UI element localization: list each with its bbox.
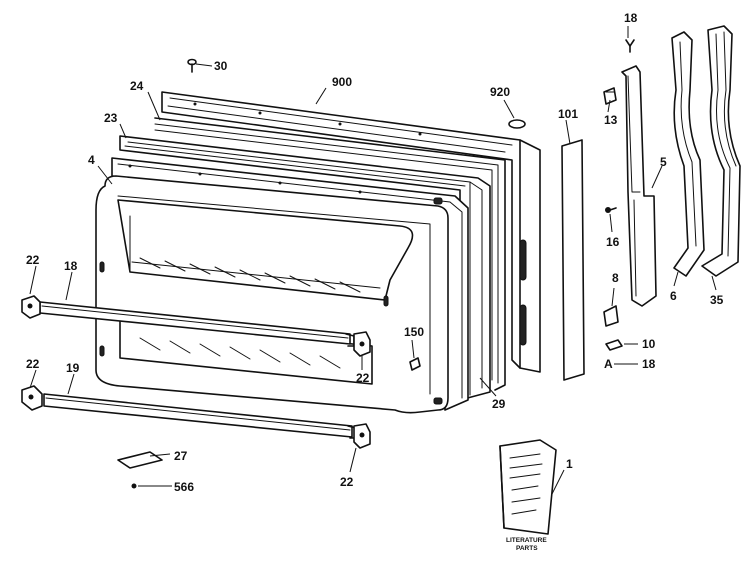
label-35: 35 [710, 293, 724, 307]
door-handle-35 [701, 25, 741, 277]
label-4: 4 [88, 153, 95, 167]
plate-27 [117, 451, 163, 469]
label-920: 920 [490, 85, 510, 99]
screw-566 [131, 483, 137, 489]
label-22-right-lower: 22 [340, 475, 354, 489]
label-23: 23 [104, 111, 118, 125]
screw-16 [605, 207, 617, 213]
label-A: A [604, 357, 613, 371]
screw-10 [605, 339, 623, 351]
clip-150 [409, 357, 421, 371]
label-16: 16 [606, 235, 620, 249]
label-1: 1 [566, 457, 573, 471]
label-18-shelf: 18 [64, 259, 78, 273]
label-8: 8 [612, 271, 619, 285]
shelf-end-bracket-right-upper [353, 331, 371, 357]
label-900: 900 [332, 75, 352, 89]
label-18-right: 18 [642, 357, 656, 371]
label-566: 566 [174, 480, 194, 494]
clip-8 [603, 305, 619, 327]
label-18-top: 18 [624, 11, 638, 25]
label-30: 30 [214, 59, 228, 73]
label-27: 27 [174, 449, 188, 463]
bracket-13 [603, 87, 617, 105]
label-13: 13 [604, 113, 618, 127]
pin-18-top [625, 39, 635, 53]
label-29: 29 [492, 397, 506, 411]
hinge-channel-5 [621, 65, 657, 307]
label-6: 6 [670, 289, 677, 303]
door-gasket [154, 117, 506, 391]
label-10: 10 [642, 337, 656, 351]
inner-door-liner [95, 175, 449, 414]
door-handle-6 [671, 31, 705, 277]
trim-strip-101 [561, 139, 585, 381]
breaker-frame [119, 135, 491, 401]
label-5: 5 [660, 155, 667, 169]
leader-lines [29, 26, 717, 495]
label-22-left-lower: 22 [26, 357, 40, 371]
label-19: 19 [66, 361, 80, 375]
screw-30 [187, 58, 197, 73]
lower-shelf-bar [43, 393, 357, 439]
shelf-end-bracket-left-lower [21, 385, 43, 411]
label-24: 24 [130, 79, 144, 93]
shelf-end-bracket-right-lower [353, 423, 371, 449]
label-22-right-upper: 22 [356, 371, 370, 385]
booklet-caption-line1: LITERATURE [506, 537, 547, 544]
door-outer-panel [161, 91, 541, 373]
booklet-caption-line2: PARTS [516, 545, 538, 552]
label-22-left-upper: 22 [26, 253, 40, 267]
literature-booklet [499, 439, 557, 535]
label-101: 101 [558, 107, 578, 121]
shelf-end-bracket-left-upper [21, 295, 41, 319]
label-150: 150 [404, 325, 424, 339]
